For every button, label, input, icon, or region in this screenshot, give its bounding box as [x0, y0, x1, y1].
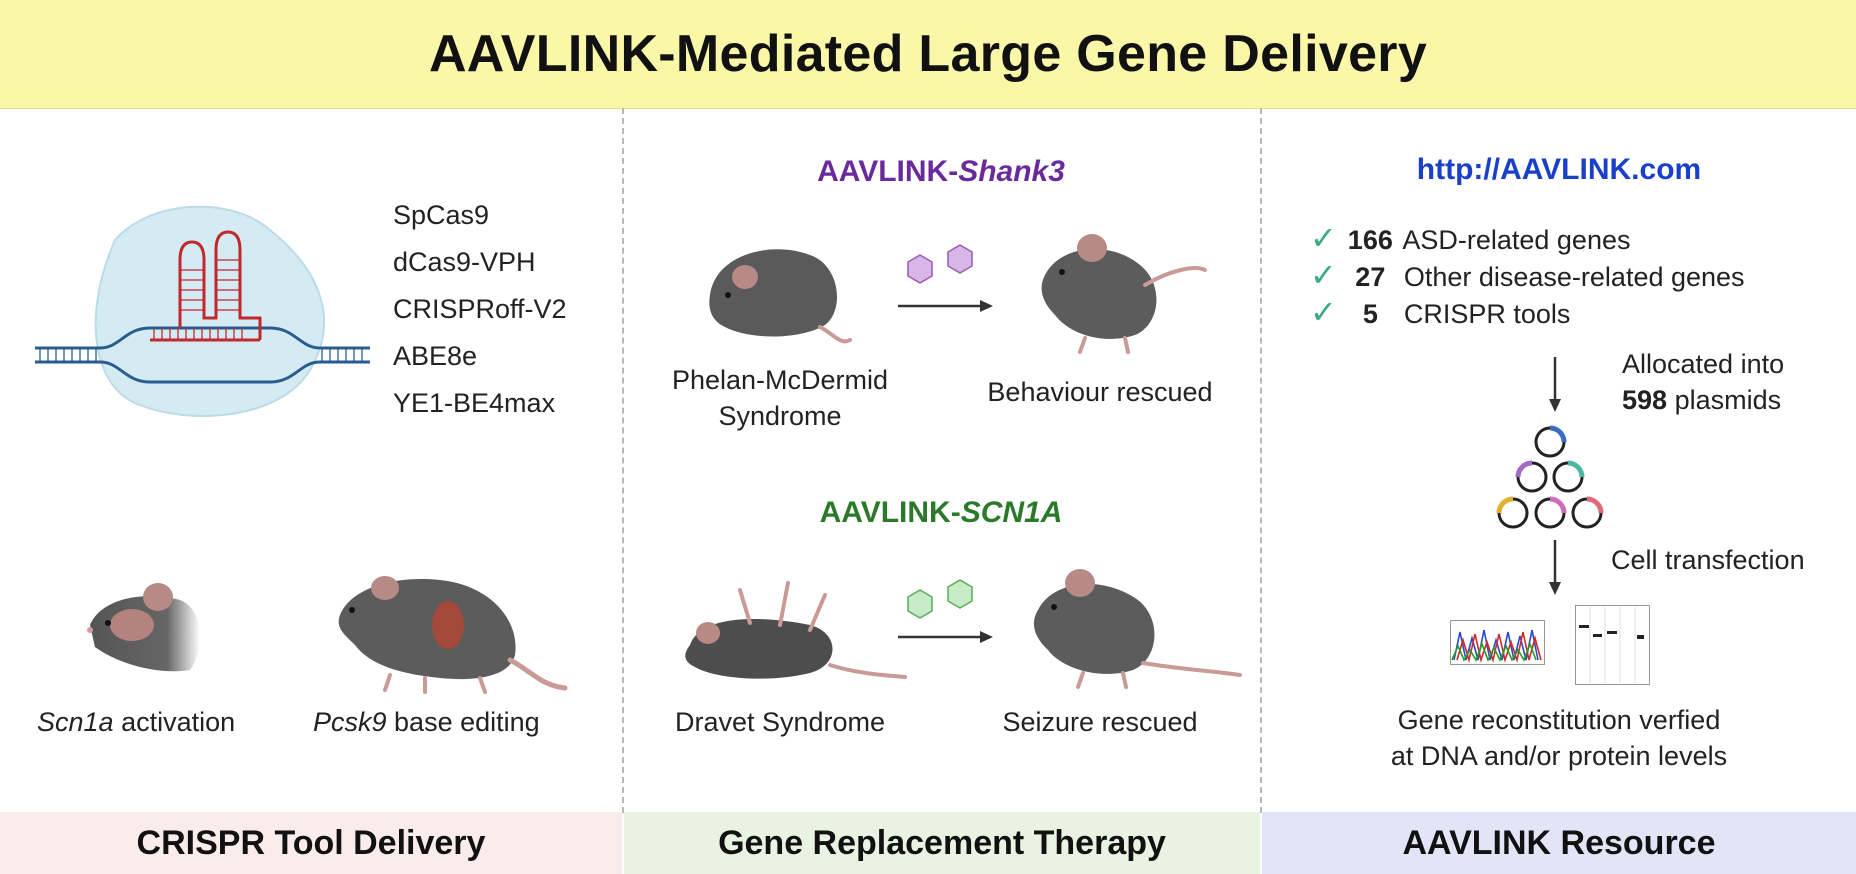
crispr-tool-1: SpCas9 [393, 200, 490, 230]
stat-row-other: ✓ 27 Other disease-related genes [1310, 257, 1745, 293]
panel-divider-left [622, 108, 624, 813]
scn1a-to-label: Seizure rescued [1002, 707, 1198, 737]
crispr-footer: CRISPR Tool Delivery [0, 812, 622, 874]
resource-footer: AAVLINK Resource [1262, 812, 1856, 874]
mouse-rescued-shank3-illustration [1041, 234, 1207, 354]
dna-rungs-right [321, 348, 363, 362]
scn1a-heading: AAVLINK-SCN1A [819, 496, 1063, 529]
check-icon: ✓ [1310, 220, 1337, 256]
mouse-seizure-illustration [685, 581, 907, 679]
verified-label: Gene reconstitution verfied at DNA and/o… [1390, 705, 1728, 771]
aav-particles-purple-icon [907, 244, 973, 284]
plasmid-pyramid-icon [1496, 425, 1604, 529]
crispr-tool-5: YE1-BE4max [393, 388, 556, 418]
sequencing-chromatogram-icon [1450, 620, 1545, 665]
title-banner: AAVLINK-Mediated Large Gene Delivery [0, 0, 1856, 109]
cas9-dna-illustration [35, 205, 370, 417]
check-icon: ✓ [1310, 257, 1337, 293]
arrow-down-transfection [1549, 540, 1561, 595]
mouse-pcsk9-illustration [338, 576, 568, 694]
arrow-down-allocate [1549, 357, 1561, 412]
arrow-scn1a [898, 631, 993, 643]
panel-divider-right [1260, 108, 1262, 813]
shank3-heading: AAVLINK-Shank3 [817, 155, 1065, 188]
stat-row-asd: ✓ 166 ASD-related genes [1310, 220, 1631, 256]
mouse-sick-illustration [709, 249, 852, 344]
mouse-head-illustration [87, 583, 201, 672]
mouse-rescued-scn1a-illustration [1033, 569, 1242, 689]
crispr-tool-4: ABE8e [393, 341, 478, 371]
therapy-footer: Gene Replacement Therapy [624, 812, 1260, 874]
stat-row-crispr: ✓ 5 CRISPR tools [1310, 294, 1571, 330]
transfection-label: Cell transfection [1611, 545, 1805, 575]
page-title: AAVLINK-Mediated Large Gene Delivery [428, 25, 1428, 83]
crispr-tool-2: dCas9-VPH [393, 247, 536, 277]
resource-url-link[interactable]: http://AAVLINK.com [1416, 153, 1702, 186]
check-icon: ✓ [1310, 294, 1337, 330]
crispr-tool-3: CRISPRoff-V2 [393, 294, 567, 324]
arrow-shank3 [898, 300, 993, 312]
scn1a-from-label: Dravet Syndrome [674, 707, 886, 737]
pcsk9-editing-label: Pcsk9 base editing [313, 707, 540, 737]
shank3-to-label: Behaviour rescued [987, 377, 1213, 407]
western-blot-icon [1575, 605, 1650, 685]
aav-particles-green-icon [907, 579, 973, 619]
allocated-label: Allocated into 598 plasmids [1622, 349, 1785, 415]
dna-rungs-left [39, 348, 97, 362]
shank3-from-label: Phelan-McDermid Syndrome [671, 365, 889, 431]
scn1a-activation-label: Scn1a activation [37, 707, 236, 737]
